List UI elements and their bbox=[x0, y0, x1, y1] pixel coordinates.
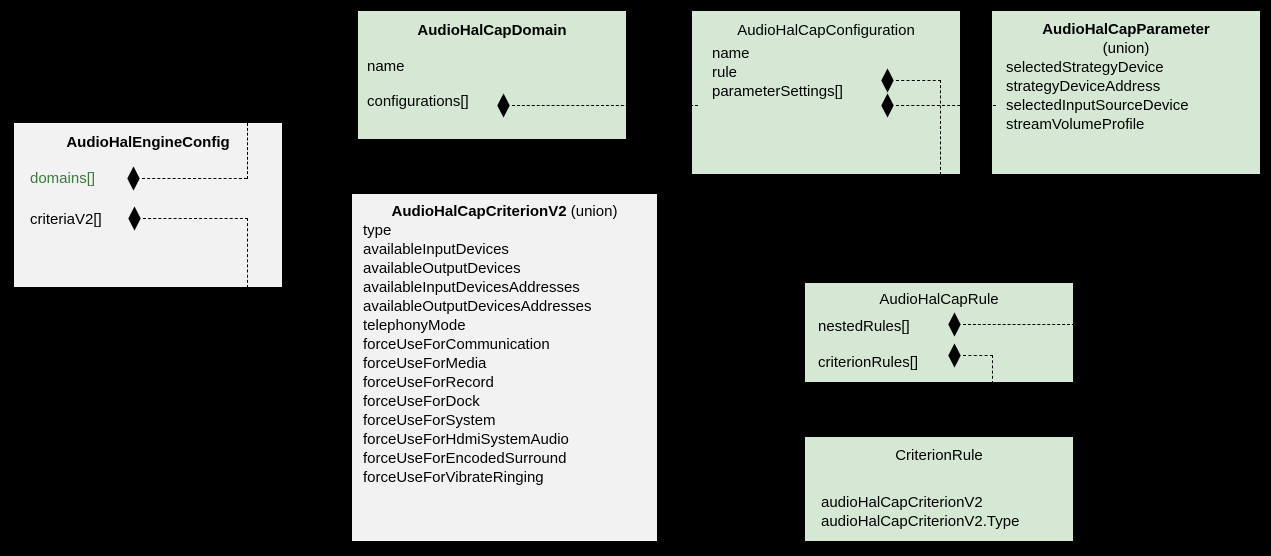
class-title-audiohalcapdomain: AudioHalCapDomain bbox=[417, 22, 567, 39]
class-stereotype-union-criterion: (union) bbox=[566, 203, 618, 220]
attribute-parametersettings: parameterSettings[] bbox=[712, 83, 843, 100]
attribute-criteriav2: criteriaV2[] bbox=[30, 211, 102, 228]
attribute-audiohalcapcriterionv2: audioHalCapCriterionV2 bbox=[821, 494, 983, 511]
attribute-forceuseforrecord: forceUseForRecord bbox=[363, 374, 494, 391]
edge-criteriav2-vertical bbox=[247, 218, 248, 288]
edge-rule-vertical bbox=[940, 80, 941, 175]
attribute-audiohalcapcriterionv2-type: audioHalCapCriterionV2.Type bbox=[821, 513, 1020, 530]
attribute-availableinputdevicesaddresses: availableInputDevicesAddresses bbox=[363, 279, 580, 296]
attribute-forceuseforhdmisystemaudio: forceUseForHdmiSystemAudio bbox=[363, 431, 569, 448]
attribute-streamvolumeprofile: streamVolumeProfile bbox=[1006, 116, 1145, 133]
attribute-forceuseforsystem: forceUseForSystem bbox=[363, 412, 496, 429]
attribute-domains: domains[] bbox=[30, 170, 96, 187]
class-title-audiohalcapcriterionv2: AudioHalCapCriterionV2 (union) bbox=[391, 203, 618, 220]
edge-criterionrules-vertical bbox=[992, 355, 993, 384]
class-box-audiohalcapconfiguration[interactable]: AudioHalCapConfiguration name rule param… bbox=[691, 10, 961, 175]
attribute-forceuseformedia: forceUseForMedia bbox=[363, 355, 487, 372]
attribute-selectedstrategydevice: selectedStrategyDevice bbox=[1006, 59, 1164, 76]
attribute-configurations: configurations[] bbox=[367, 93, 469, 110]
class-box-audiohalcapdomain[interactable]: AudioHalCapDomain name configurations[] bbox=[357, 10, 627, 140]
attribute-forceuseforencodedsurround: forceUseForEncodedSurround bbox=[363, 450, 567, 467]
class-box-criterionrule[interactable]: CriterionRule audioHalCapCriterionV2 aud… bbox=[804, 436, 1074, 542]
edge-parametersettings-horizontal bbox=[896, 105, 996, 106]
class-title-criterionrule: CriterionRule bbox=[895, 447, 983, 464]
class-box-audiohalcaprule[interactable]: AudioHalCapRule nestedRules[] criterionR… bbox=[804, 282, 1074, 383]
edge-domains-horizontal bbox=[142, 178, 247, 179]
attribute-forceusefordock: forceUseForDock bbox=[363, 393, 480, 410]
attribute-availableoutputdevices: availableOutputDevices bbox=[363, 260, 521, 277]
class-title-audiohalcaprule: AudioHalCapRule bbox=[879, 291, 999, 308]
attribute-type: type bbox=[363, 222, 392, 239]
edge-criteriav2-horizontal bbox=[143, 218, 248, 219]
edge-domains-vertical bbox=[247, 123, 248, 179]
edge-configurations-horizontal bbox=[512, 105, 698, 106]
class-box-audiohalcapparameter[interactable]: AudioHalCapParameter (union) selectedStr… bbox=[991, 10, 1261, 175]
class-box-audiohalengineconfig[interactable]: AudioHalEngineConfig domains[] criteriaV… bbox=[13, 122, 283, 288]
class-title-audiohalcapparameter: AudioHalCapParameter bbox=[1042, 21, 1210, 38]
attribute-availableinputdevices: availableInputDevices bbox=[363, 241, 509, 258]
class-title-audiohalengineconfig: AudioHalEngineConfig bbox=[66, 134, 230, 151]
attribute-availableoutputdevicesaddresses: availableOutputDevicesAddresses bbox=[363, 298, 592, 315]
attribute-rule: rule bbox=[712, 64, 738, 81]
attribute-forceuseforcommunication: forceUseForCommunication bbox=[363, 336, 550, 353]
edge-nestedrules-horizontal bbox=[963, 324, 1075, 325]
class-stereotype-union-parameter: (union) bbox=[1102, 40, 1150, 57]
attribute-name-domain: name bbox=[367, 58, 405, 75]
attribute-forceuseforvibrateringing: forceUseForVibrateRinging bbox=[363, 469, 544, 486]
edge-rule-horizontal bbox=[896, 80, 941, 81]
attribute-name-configuration: name bbox=[712, 45, 750, 62]
attribute-strategydeviceaddress: strategyDeviceAddress bbox=[1006, 78, 1161, 95]
attribute-nestedrules: nestedRules[] bbox=[818, 318, 910, 335]
class-box-audiohalcapcriterionv2[interactable]: AudioHalCapCriterionV2 (union) type avai… bbox=[351, 193, 658, 542]
attribute-telephonymode: telephonyMode bbox=[363, 317, 466, 334]
edge-criterionrules-horizontal bbox=[963, 355, 993, 356]
attribute-criterionrules: criterionRules[] bbox=[818, 354, 919, 371]
attribute-selectedinputsourcedevice: selectedInputSourceDevice bbox=[1006, 97, 1189, 114]
class-title-audiohalcapconfiguration: AudioHalCapConfiguration bbox=[737, 22, 915, 39]
